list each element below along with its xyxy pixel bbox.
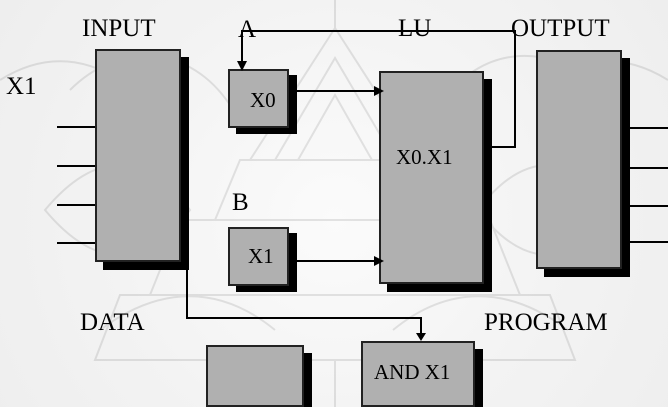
logic-unit-box [379,71,484,284]
register-b-heading: B [232,190,249,215]
register-a-value: X0 [250,90,276,111]
program-instruction-text: AND X1 [374,362,450,383]
data-label: DATA [80,310,145,335]
output-heading: OUTPUT [511,16,610,41]
output-block [536,50,622,269]
input-block [95,49,181,262]
input-heading: INPUT [82,16,156,41]
logic-unit-value: X0.X1 [396,147,453,168]
register-b-value: X1 [248,246,274,267]
logic-unit-heading: LU [398,16,431,41]
program-label: PROGRAM [484,310,608,335]
register-a-heading: A [238,17,256,42]
input-x1-label: X1 [6,74,37,99]
data-to-program-arrowhead [416,333,426,341]
data-memory-box [206,345,304,407]
